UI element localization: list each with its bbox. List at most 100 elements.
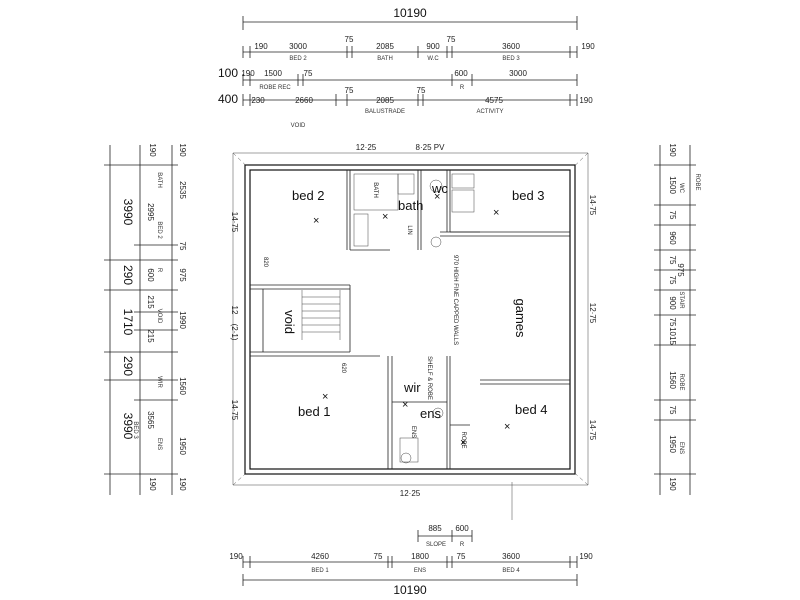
right-label: STAIR [678,291,684,309]
left-dim: 190 [178,477,187,491]
top-row2-dim: 1500 [264,69,282,78]
top-row1-label: BED 3 [502,56,520,62]
door-label: 820 [262,257,268,268]
top-row2-label: R [460,85,465,91]
left-label: ENS [156,438,162,450]
left-mid-dim: 600 [146,268,155,282]
left-label: WIR [156,376,162,388]
pitch-label: 14·75 [588,195,597,216]
bottom-dim: 3600 [502,552,520,561]
right-dim: 75 [668,276,677,285]
top-row3-dim: 75 [345,86,354,95]
right-dim: 960 [668,231,677,245]
room-ens: ens [420,406,441,421]
left-inner-dim: 1950 [178,437,187,455]
right-dim: 75 [668,318,677,327]
left-inner-dim: 2535 [178,181,187,199]
slope-label: SLOPE [426,542,446,548]
right-dimensions: 190 1500 75 960 75 975 75 900 75 1015 15… [654,143,700,495]
left-inner-dim: 975 [178,268,187,282]
left-mid-dim: 215 [146,329,155,343]
left-dim: 190 [148,143,157,157]
pitch-label: 14·75 [230,400,239,421]
pitch-label: 14·75 [230,212,239,233]
right-dim: 75 [668,256,677,265]
left-label: BATH [156,172,162,188]
svg-text:×: × [313,215,319,227]
top-overall-dim: 10190 [393,6,427,20]
top-row3-label: VOID [291,123,306,129]
bottom-dim: 75 [374,552,383,561]
right-dim: 190 [668,477,677,491]
right-dim: 1950 [668,435,677,453]
bottom-dim: 4260 [311,552,329,561]
slope-dim: 600 [455,524,469,533]
left-mid-pitch: 12 [230,306,239,315]
left-outer-dim: 3990 [121,413,135,440]
top-row2-lead: 100 [218,66,238,80]
shelf-label: SHELF & ROBE [426,356,432,400]
right-label: ENS [678,442,684,454]
right-dim: 1560 [668,371,677,389]
robe-label: ROBE [460,431,466,448]
top-row1-dim: 75 [345,35,354,44]
right-dim: 1500 [668,176,677,194]
right-dim: 1015 [668,327,677,345]
left-label: R [156,268,162,273]
top-row1-dim: 2085 [376,42,394,51]
room-bath: bath [398,198,423,213]
top-row1-dim: 3600 [502,42,520,51]
wall-note: 970 HIGH FINE CAPPED WALLS [452,255,458,345]
room-wir: wir [403,380,421,395]
left-dim: 190 [178,143,187,157]
slope-label: R [460,542,465,548]
svg-text:×: × [382,211,388,223]
bottom-label: BED 1 [311,568,329,574]
top-row3-dim: 2085 [376,96,394,105]
left-label: BED 3 [132,421,138,439]
room-bed3: bed 3 [512,188,545,203]
top-row1-dim: 3000 [289,42,307,51]
svg-text:×: × [493,207,499,219]
right-dim: 75 [668,211,677,220]
bottom-label: ENS [414,568,426,574]
right-dim: 975 [676,263,685,277]
top-row3-dim: 4575 [485,96,503,105]
svg-text:×: × [460,437,466,449]
left-mid-dim: 215 [146,295,155,309]
bottom-dimensions: 885 600 SLOPE R 190 4260 75 1800 75 3600… [229,524,593,597]
top-row3-dim: 2660 [295,96,313,105]
top-row1-dim: 190 [254,42,268,51]
top-row1-label: BED 2 [289,56,307,62]
left-outer-dim: 290 [121,356,135,376]
ceiling-pv-label: 8·25 PV [416,143,446,152]
room-bed2: bed 2 [292,188,325,203]
top-row2-label: ROBE REC [259,85,291,91]
left-label: BED 2 [156,221,162,239]
room-games: games [513,298,528,338]
room-void: void [282,310,297,334]
top-row1-dim: 190 [581,42,595,51]
top-row3-label: BALUSTRADE [365,109,405,115]
top-row3-lead: 400 [218,92,238,106]
svg-text:×: × [402,399,408,411]
bottom-label: BED 4 [502,568,520,574]
left-outer-dim: 1710 [121,309,135,336]
top-row3-dim: 190 [579,96,593,105]
right-label: WC [678,183,684,194]
top-row1-label: W.C [427,56,439,62]
pitch-label: 14·75 [588,420,597,441]
door-label: 620 [340,363,346,374]
top-dimensions: 10190 190 3000 75 2085 900 75 3600 190 B… [218,6,595,129]
right-label: ROBE [678,373,684,390]
top-row2-dim: 75 [304,69,313,78]
bottom-dim: 190 [229,552,243,561]
left-dimensions: 190 190 3990 2995 2535 75 290 600 975 17… [104,143,187,495]
left-outer-dim: 3990 [121,199,135,226]
room-wc: wc [431,181,448,196]
right-dim: 190 [668,143,677,157]
left-mid-dim: 2995 [146,203,155,221]
room-bed1: bed 1 [298,404,331,419]
floor-plan: × × × × × × × × 12·25 8·25 PV 14·75 14·7… [230,143,597,520]
